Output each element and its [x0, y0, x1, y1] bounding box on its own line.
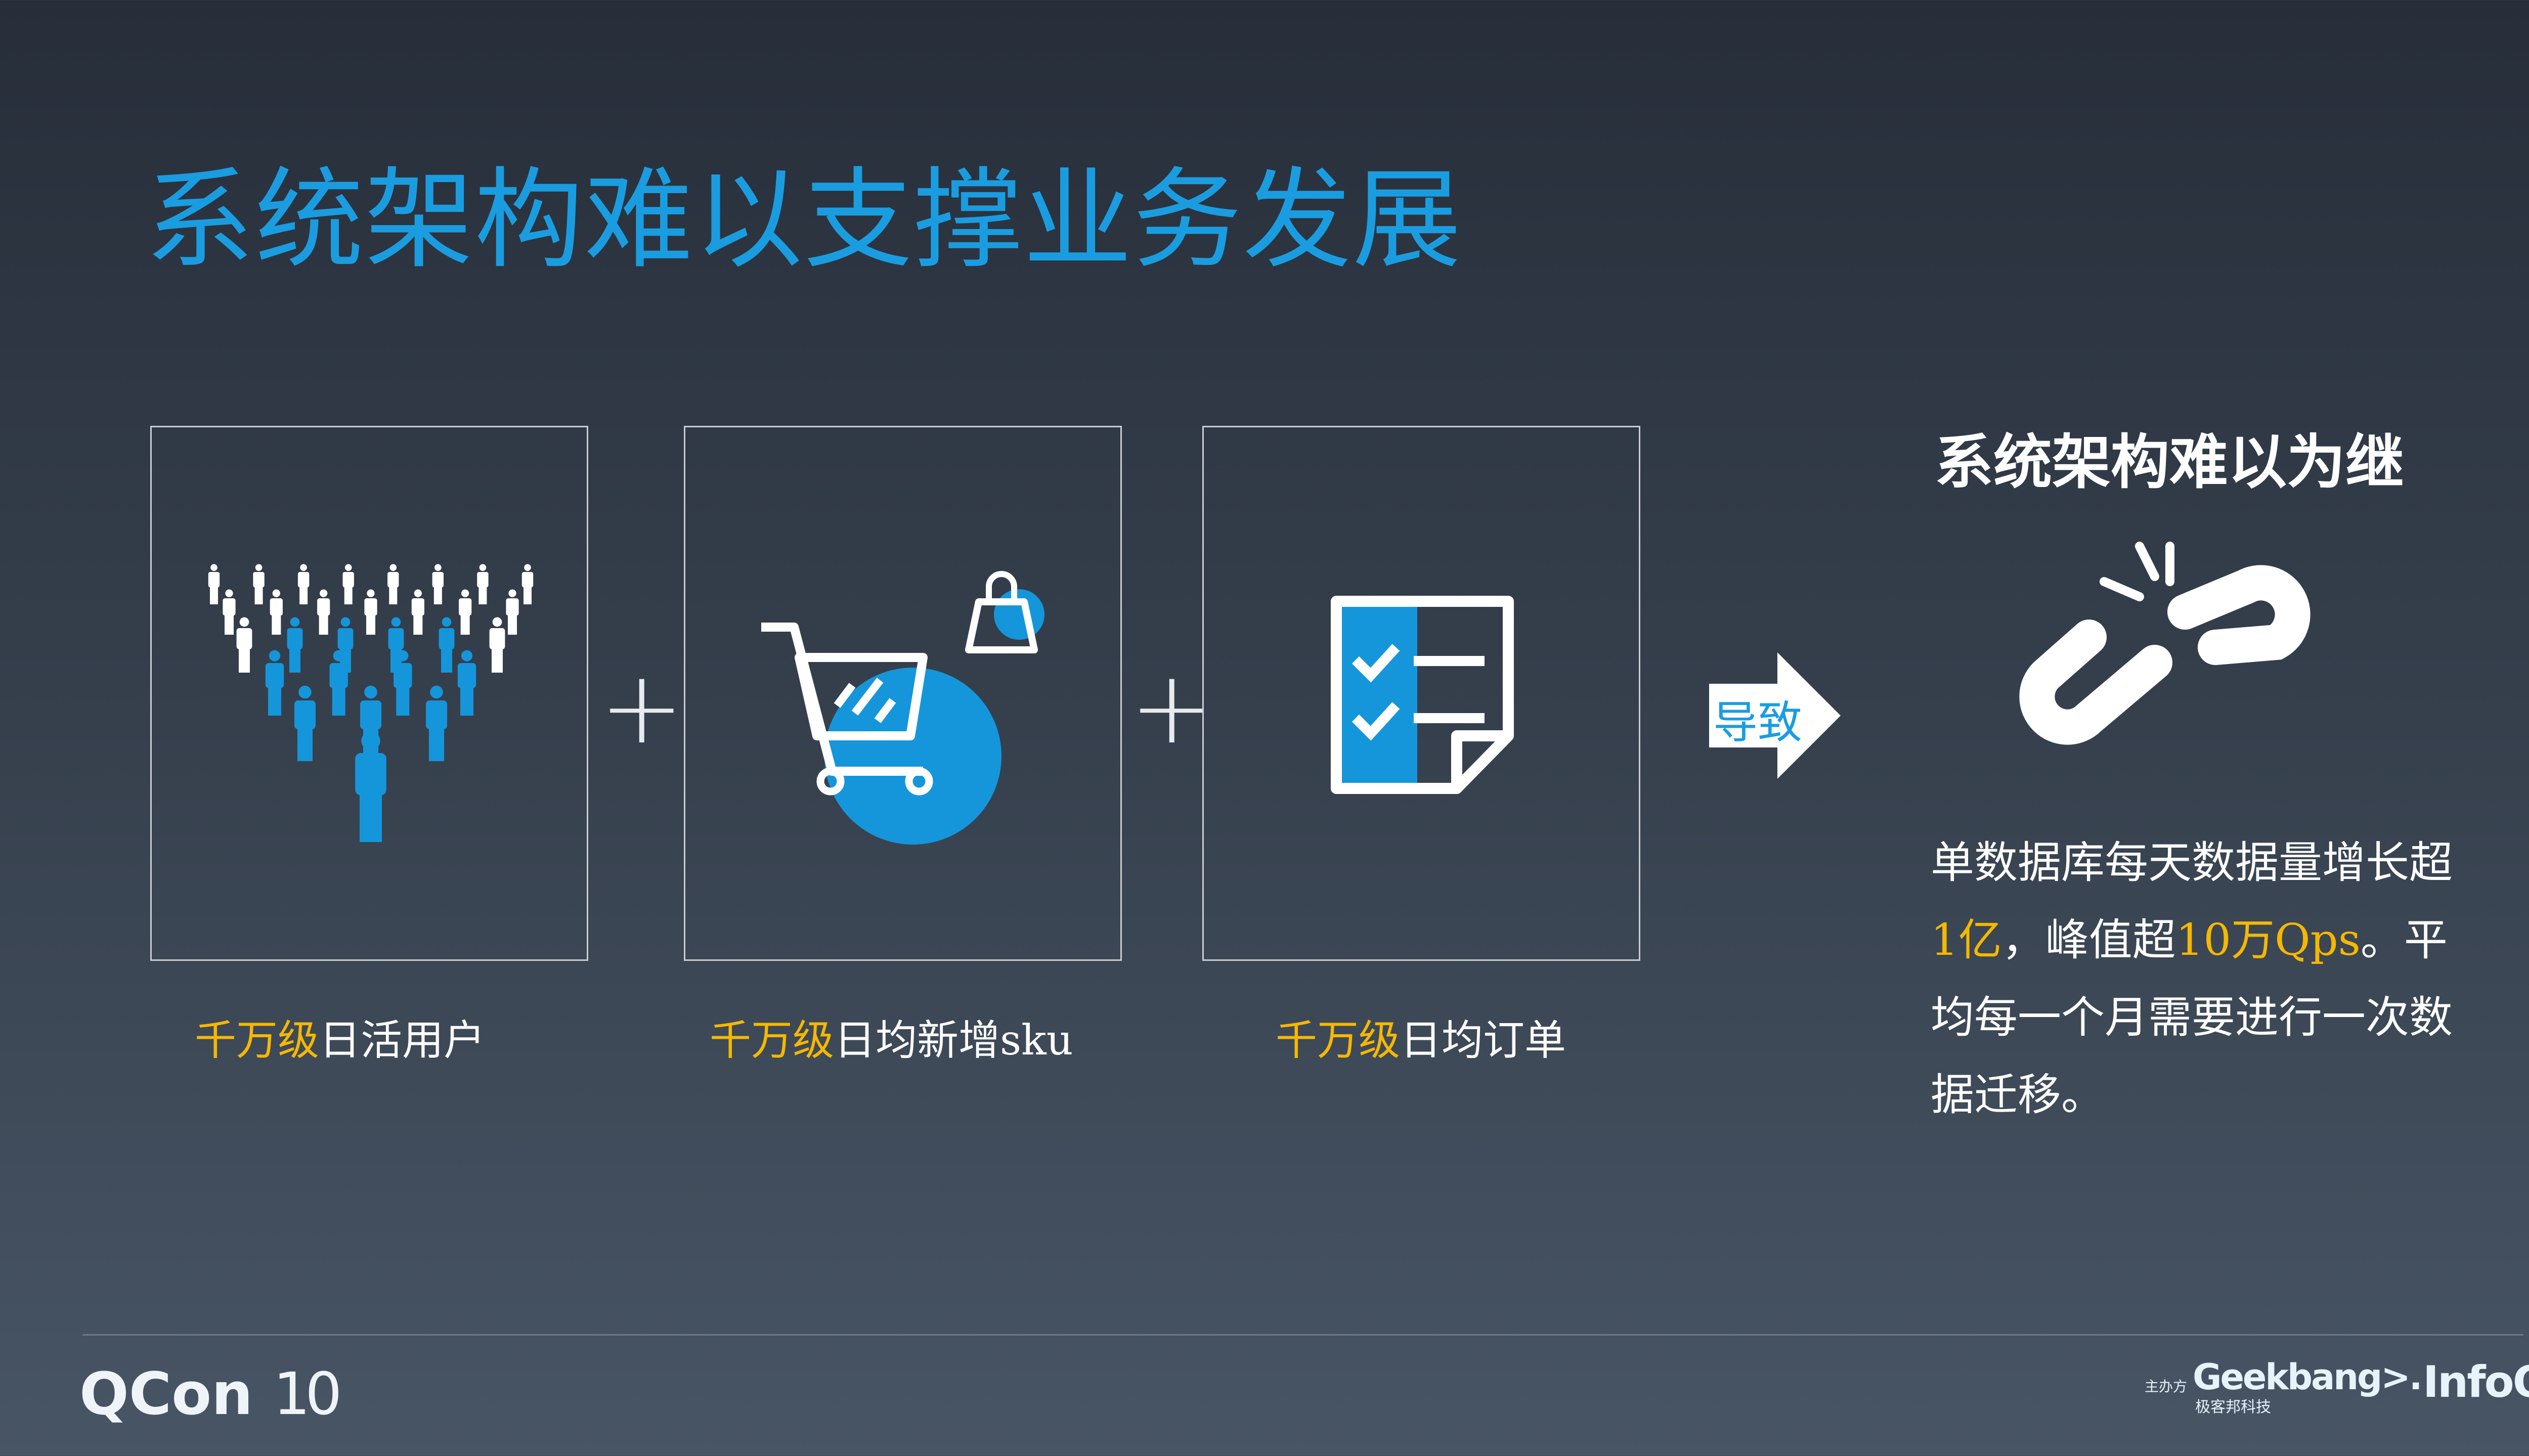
arrow-label: 导致: [1713, 696, 1803, 748]
broken-chain-icon: [2019, 542, 2310, 745]
person-icon: [457, 650, 476, 716]
caption-highlight: 千万级: [195, 1017, 320, 1065]
highlight-text: 1亿: [1931, 915, 2002, 965]
person-icon: [265, 650, 284, 716]
caption-text: 日均订单: [1400, 1017, 1566, 1065]
plus-icon: +: [599, 649, 684, 767]
card-daily-new-sku: [684, 426, 1122, 961]
paragraph-text: 。平均每一个月需要进行一次数据迁移。: [1931, 915, 2453, 1120]
caption-text: 日均新增sku: [834, 1017, 1073, 1065]
person-icon: [270, 589, 283, 635]
caption-highlight: 千万级: [710, 1017, 835, 1065]
person-icon: [521, 564, 534, 604]
people-pyramid-icon: [208, 564, 534, 842]
checklist-icon: [1331, 596, 1514, 794]
qcon-10-mark: 10: [273, 1360, 342, 1428]
person-icon: [294, 685, 316, 761]
caption-highlight: 千万级: [1276, 1017, 1401, 1065]
footer-divider: [82, 1334, 2523, 1336]
card-caption-orders: 千万级日均订单: [1276, 1006, 1566, 1067]
right-paragraph: 单数据库每天数据量增长超 1亿，峰值超10万Qps。平均每一个月需要进行一次数据迁…: [1931, 824, 2477, 1134]
person-icon: [236, 617, 252, 673]
person-icon: [208, 564, 220, 604]
infoq-logo: InfoQ: [2423, 1357, 2529, 1407]
person-icon: [253, 564, 265, 604]
person-icon: [439, 617, 455, 673]
paragraph-text: ，峰值超: [2001, 915, 2176, 965]
arrow-right-icon: 导致: [1709, 652, 1841, 779]
qcon-logo: QCon 10: [79, 1360, 342, 1428]
person-icon: [287, 617, 303, 673]
person-icon: [297, 564, 310, 604]
person-icon: [489, 617, 505, 673]
person-icon: [223, 589, 236, 635]
person-icon: [364, 589, 377, 635]
geekbang-cn: 极客邦科技: [2195, 1398, 2271, 1416]
person-icon: [459, 589, 472, 635]
shopping-cart-icon: [761, 571, 1044, 845]
paragraph-text: 单数据库每天数据量增长超: [1931, 837, 2453, 888]
right-heading: 系统架构难以为继: [1935, 428, 2404, 497]
card-daily-active-users: [150, 426, 588, 961]
person-icon: [411, 589, 424, 635]
geekbang-logo: Geekbang>.: [2193, 1356, 2422, 1398]
host-label: 主办方: [2145, 1378, 2188, 1395]
page-title: 系统架构难以支撑业务发展: [145, 156, 1462, 283]
card-caption-users: 千万级日活用户: [195, 1006, 485, 1067]
highlight-text: 10万Qps: [2175, 915, 2361, 965]
person-icon: [394, 650, 412, 716]
person-icon: [329, 650, 348, 716]
person-icon: [355, 731, 386, 842]
plus-icon: +: [1129, 649, 1214, 767]
person-icon: [387, 564, 399, 604]
qcon-logo-text: QCon: [79, 1360, 253, 1428]
person-icon: [477, 564, 489, 604]
card-daily-orders: [1202, 426, 1640, 961]
person-icon: [432, 564, 444, 604]
caption-text: 日活用户: [319, 1017, 486, 1065]
person-icon: [317, 589, 330, 635]
card-caption-sku: 千万级日均新增sku: [710, 1006, 1073, 1067]
person-icon: [506, 589, 519, 635]
person-icon: [342, 564, 354, 604]
person-icon: [426, 685, 447, 761]
